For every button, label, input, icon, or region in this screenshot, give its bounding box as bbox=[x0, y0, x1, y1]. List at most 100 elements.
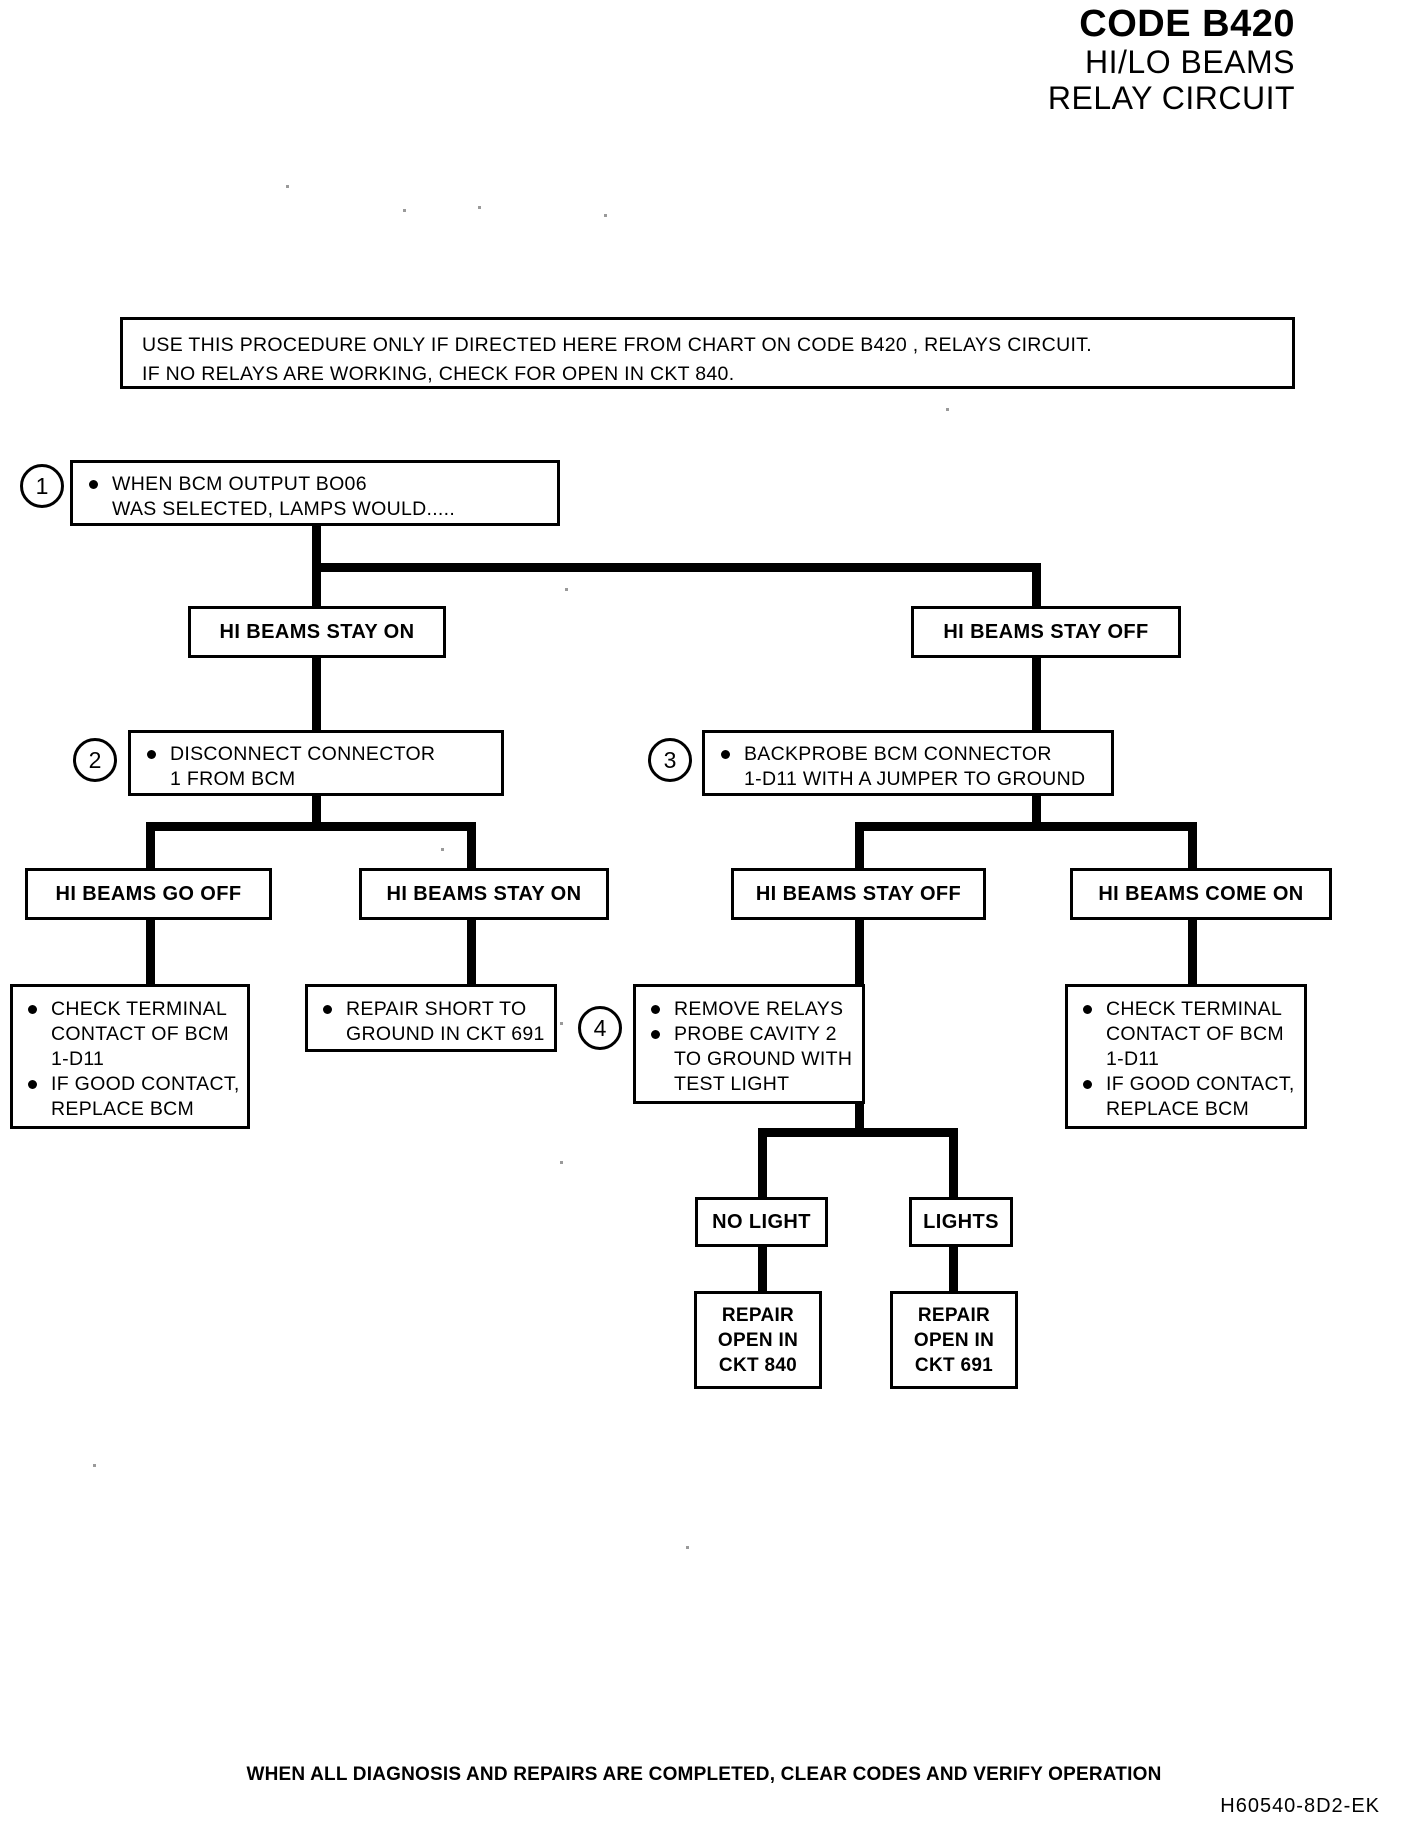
check-terminal-left-line-1: CHECK TERMINAL bbox=[26, 997, 247, 1022]
step3-line-2: 1-D11 WITH A JUMPER TO GROUND bbox=[744, 768, 1086, 790]
repair-840-line-3: CKT 840 bbox=[718, 1354, 798, 1376]
connector-to-hi-stay-on-2 bbox=[467, 822, 476, 870]
repair-840-line-1: REPAIR bbox=[721, 1304, 795, 1326]
connector-step4-fork-bar bbox=[758, 1128, 958, 1137]
scan-speck bbox=[478, 206, 481, 209]
repair-691-line-1: REPAIR bbox=[917, 1304, 991, 1326]
step4-bullet-list: REMOVE RELAYS PROBE CAVITY 2 TO GROUND W… bbox=[649, 997, 862, 1097]
check-terminal-right-bullet-list: CHECK TERMINAL CONTACT OF BCM 1-D11 IF G… bbox=[1081, 997, 1304, 1122]
repair-691-line-3: CKT 691 bbox=[914, 1354, 994, 1376]
node-repair-open-ckt-691: REPAIR OPEN IN CKT 691 bbox=[890, 1291, 1018, 1389]
connector-to-lights bbox=[949, 1128, 958, 1200]
check-terminal-left-bullet-list: CHECK TERMINAL CONTACT OF BCM 1-D11 IF G… bbox=[26, 997, 247, 1122]
footer-note: WHEN ALL DIAGNOSIS AND REPAIRS ARE COMPL… bbox=[246, 1764, 1162, 1785]
scan-speck bbox=[560, 1161, 563, 1164]
check-terminal-right-line-2: CONTACT OF BCM bbox=[1106, 1023, 1284, 1045]
node-check-terminal-right: CHECK TERMINAL CONTACT OF BCM 1-D11 IF G… bbox=[1065, 984, 1307, 1129]
title-line-3: RELAY CIRCUIT bbox=[1047, 80, 1295, 116]
step2-line-1: DISCONNECT CONNECTOR bbox=[145, 742, 501, 767]
step-number-4: 4 bbox=[578, 1006, 622, 1050]
scan-speck bbox=[560, 1022, 563, 1025]
step3-bullet-list: BACKPROBE BCM CONNECTOR 1-D11 WITH A JUM… bbox=[719, 742, 1111, 792]
connector-hi-stay-on-1-to-step2 bbox=[312, 656, 321, 734]
check-terminal-right-line-5: REPLACE BCM bbox=[1106, 1098, 1250, 1120]
step2-bullet-list: DISCONNECT CONNECTOR 1 FROM BCM bbox=[145, 742, 501, 792]
lights-label: LIGHTS bbox=[923, 1210, 999, 1233]
step-number-3: 3 bbox=[648, 738, 692, 782]
check-terminal-left-line-5: REPLACE BCM bbox=[51, 1098, 195, 1120]
node-step2-disconnect-connector: DISCONNECT CONNECTOR 1 FROM BCM bbox=[128, 730, 504, 796]
step4-line-4: TEST LIGHT bbox=[674, 1073, 790, 1095]
scan-speck bbox=[686, 1546, 689, 1549]
connector-hi-stay-off-1-to-step3 bbox=[1032, 656, 1041, 734]
repair-short-bullet-list: REPAIR SHORT TO GROUND IN CKT 691 bbox=[321, 997, 554, 1047]
scan-speck bbox=[93, 1464, 96, 1467]
connector-step3-fork-bar bbox=[855, 822, 1197, 831]
connector-step3-stem bbox=[1032, 794, 1041, 826]
title-line-2: HI/LO BEAMS bbox=[1085, 44, 1295, 80]
connector-to-hi-go-off bbox=[146, 822, 155, 870]
footer-document-code: H60540-8D2-EK bbox=[1220, 1795, 1380, 1817]
node-step3-backprobe-connector: BACKPROBE BCM CONNECTOR 1-D11 WITH A JUM… bbox=[702, 730, 1114, 796]
connector-to-no-light bbox=[758, 1128, 767, 1200]
connector-to-hi-come-on bbox=[1188, 822, 1197, 870]
connector-hi-stay-off-2-to-step4 bbox=[855, 918, 864, 984]
step4-line-3: TO GROUND WITH bbox=[674, 1048, 853, 1070]
check-terminal-right-line-1: CHECK TERMINAL bbox=[1081, 997, 1304, 1022]
check-terminal-left-line-3: 1-D11 bbox=[51, 1048, 105, 1070]
node-hi-beams-stay-on-2: HI BEAMS STAY ON bbox=[359, 868, 609, 920]
procedure-note-box: USE THIS PROCEDURE ONLY IF DIRECTED HERE… bbox=[120, 317, 1295, 389]
no-light-label: NO LIGHT bbox=[712, 1210, 811, 1233]
step-number-1: 1 bbox=[20, 464, 64, 508]
scan-speck bbox=[441, 848, 444, 851]
connector-step1-stem bbox=[312, 524, 321, 568]
connector-to-hi-stay-off-2 bbox=[855, 822, 864, 870]
node-hi-beams-stay-off-2: HI BEAMS STAY OFF bbox=[731, 868, 986, 920]
node-hi-beams-stay-on-1: HI BEAMS STAY ON bbox=[188, 606, 446, 658]
check-terminal-right-line-3: 1-D11 bbox=[1106, 1048, 1160, 1070]
repair-691-text: REPAIR OPEN IN CKT 691 bbox=[914, 1303, 994, 1378]
node-step1-observe-lamps: WHEN BCM OUTPUT BO06 WAS SELECTED, LAMPS… bbox=[70, 460, 560, 526]
repair-short-line-2: GROUND IN CKT 691 bbox=[346, 1023, 545, 1045]
procedure-note-line-1: USE THIS PROCEDURE ONLY IF DIRECTED HERE… bbox=[142, 334, 1092, 356]
connector-hi-come-on-to-check-terminal bbox=[1188, 918, 1197, 984]
hi-beams-come-on-label: HI BEAMS COME ON bbox=[1098, 882, 1304, 905]
node-hi-beams-stay-off-1: HI BEAMS STAY OFF bbox=[911, 606, 1181, 658]
step1-bullet-list: WHEN BCM OUTPUT BO06 WAS SELECTED, LAMPS… bbox=[87, 472, 557, 522]
node-check-terminal-left: CHECK TERMINAL CONTACT OF BCM 1-D11 IF G… bbox=[10, 984, 250, 1129]
connector-step2-fork-bar bbox=[146, 822, 476, 831]
connector-hi-stay-on-2-to-repair-short bbox=[467, 918, 476, 984]
connector-to-hi-stay-off-1 bbox=[1032, 563, 1041, 608]
connector-main-fork-bar bbox=[312, 563, 1041, 572]
hi-beams-go-off-label: HI BEAMS GO OFF bbox=[55, 882, 242, 905]
procedure-note-line-2: IF NO RELAYS ARE WORKING, CHECK FOR OPEN… bbox=[142, 363, 735, 385]
step-number-2: 2 bbox=[73, 738, 117, 782]
scan-speck bbox=[403, 209, 406, 212]
step4-line-1: REMOVE RELAYS bbox=[649, 997, 862, 1022]
node-no-light: NO LIGHT bbox=[695, 1197, 828, 1247]
node-step4-remove-relays-probe: REMOVE RELAYS PROBE CAVITY 2 TO GROUND W… bbox=[633, 984, 865, 1104]
node-hi-beams-go-off: HI BEAMS GO OFF bbox=[25, 868, 272, 920]
node-lights: LIGHTS bbox=[909, 1197, 1013, 1247]
check-terminal-right-line-4: IF GOOD CONTACT, bbox=[1081, 1072, 1304, 1097]
connector-no-light-to-repair-840 bbox=[758, 1245, 767, 1307]
connector-to-hi-stay-on-1 bbox=[312, 563, 321, 608]
page-title: CODE B420 HI/LO BEAMS RELAY CIRCUIT bbox=[1048, 4, 1295, 116]
step3-line-1: BACKPROBE BCM CONNECTOR bbox=[719, 742, 1111, 767]
connector-hi-go-off-to-check-terminal bbox=[146, 918, 155, 984]
repair-short-line-1: REPAIR SHORT TO bbox=[321, 997, 554, 1022]
repair-691-line-2: OPEN IN bbox=[913, 1329, 995, 1351]
scan-speck bbox=[604, 214, 607, 217]
connector-lights-to-repair-691 bbox=[949, 1245, 958, 1307]
step1-line-2: WAS SELECTED, LAMPS WOULD..... bbox=[112, 498, 456, 520]
node-hi-beams-come-on: HI BEAMS COME ON bbox=[1070, 868, 1332, 920]
scan-speck bbox=[565, 588, 568, 591]
hi-beams-stay-on-1-label: HI BEAMS STAY ON bbox=[219, 620, 415, 643]
connector-step2-stem bbox=[312, 794, 321, 826]
check-terminal-left-line-4: IF GOOD CONTACT, bbox=[26, 1072, 247, 1097]
title-code: CODE B420 bbox=[1079, 3, 1295, 45]
hi-beams-stay-off-1-label: HI BEAMS STAY OFF bbox=[943, 620, 1149, 643]
